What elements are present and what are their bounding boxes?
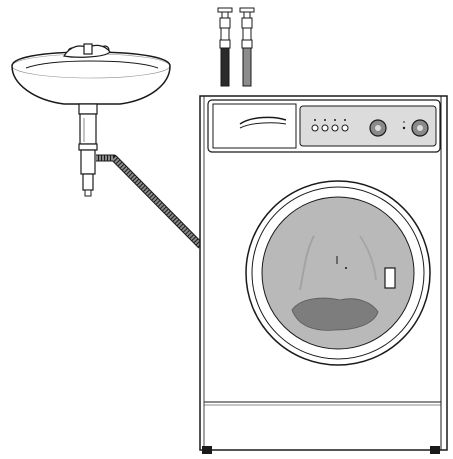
hot-supply-hose bbox=[218, 8, 232, 86]
water-supply-hose-icon bbox=[218, 8, 254, 86]
washbasin-icon bbox=[12, 44, 170, 196]
sink-trap bbox=[79, 104, 97, 196]
detergent-drawer bbox=[213, 104, 296, 148]
control-panel bbox=[208, 100, 440, 152]
cold-supply-hose bbox=[240, 8, 254, 86]
door-porthole bbox=[246, 181, 430, 365]
front-loading-washing-machine-icon bbox=[200, 96, 447, 454]
door-handle bbox=[385, 268, 395, 288]
drain-hose-icon bbox=[96, 158, 201, 246]
faucet-icon bbox=[64, 44, 110, 57]
